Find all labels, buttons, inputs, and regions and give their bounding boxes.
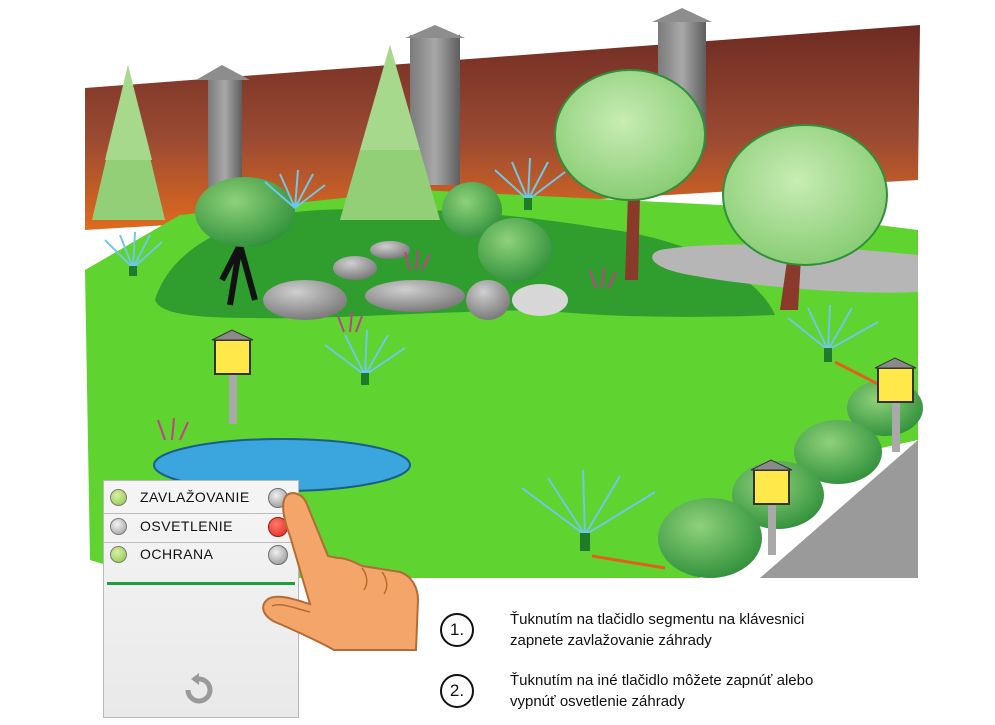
sprinkler	[521, 469, 656, 551]
pointing-hand-icon	[262, 492, 420, 651]
keypad-label: OCHRANA	[140, 546, 214, 562]
step-text-line: Ťuknutím na iné tlačidlo môžete zapnúť a…	[510, 672, 814, 689]
deciduous-tree	[554, 69, 706, 280]
paved-walkway	[760, 440, 918, 578]
bush	[478, 218, 552, 282]
divider	[104, 542, 298, 543]
step-text-line: Ťuknutím na tlačidlo segmentu na klávesn…	[510, 611, 805, 628]
step-number: 2.	[440, 674, 474, 708]
garden-wall	[85, 25, 920, 230]
conifer-tree	[92, 65, 165, 220]
step-text-line: zapnete zavlažovanie záhrady	[510, 632, 712, 649]
dark-trunk-tree	[195, 177, 295, 306]
step-text: Ťuknutím na tlačidlo segmentu na klávesn…	[510, 609, 950, 651]
sprinkler	[324, 329, 406, 385]
segment-button[interactable]	[268, 545, 288, 565]
status-led	[110, 518, 127, 535]
cable	[591, 554, 666, 570]
keypad-label: ZAVLAŽOVANIE	[140, 489, 250, 505]
flower-clump	[157, 249, 617, 441]
control-keypad: ZAVLAŽOVANIE OSVETLENIE OCHRANA	[103, 480, 299, 718]
step-number: 1.	[440, 613, 474, 647]
gravel-path	[652, 244, 918, 293]
sprinkler	[104, 231, 163, 276]
keypad-row-irrigation[interactable]: ZAVLAŽOVANIE	[104, 485, 298, 512]
conifer-tree	[340, 45, 440, 220]
sprinkler	[494, 157, 566, 210]
garden-lamp	[750, 459, 793, 555]
status-bar	[107, 582, 295, 585]
keypad-label: OSVETLENIE	[140, 518, 233, 534]
garden-lamp	[211, 329, 254, 424]
keypad-row-protection[interactable]: OCHRANA	[104, 542, 298, 569]
sprinkler	[264, 169, 326, 209]
deciduous-tree	[722, 124, 888, 310]
bush	[794, 420, 882, 484]
cable	[834, 360, 881, 387]
divider	[104, 513, 298, 514]
refresh-icon[interactable]	[182, 673, 216, 707]
sprinkler	[787, 304, 879, 362]
status-led	[110, 489, 127, 506]
step-text: Ťuknutím na iné tlačidlo môžete zapnúť a…	[510, 670, 950, 712]
bush	[442, 182, 502, 238]
garden-lamp	[874, 357, 917, 452]
step-text-line: vypnúť osvetlenie záhrady	[510, 693, 685, 710]
bush	[658, 498, 762, 578]
keypad-row-lighting[interactable]: OSVETLENIE	[104, 514, 298, 541]
status-led	[110, 546, 127, 563]
rock-garden	[263, 241, 568, 320]
